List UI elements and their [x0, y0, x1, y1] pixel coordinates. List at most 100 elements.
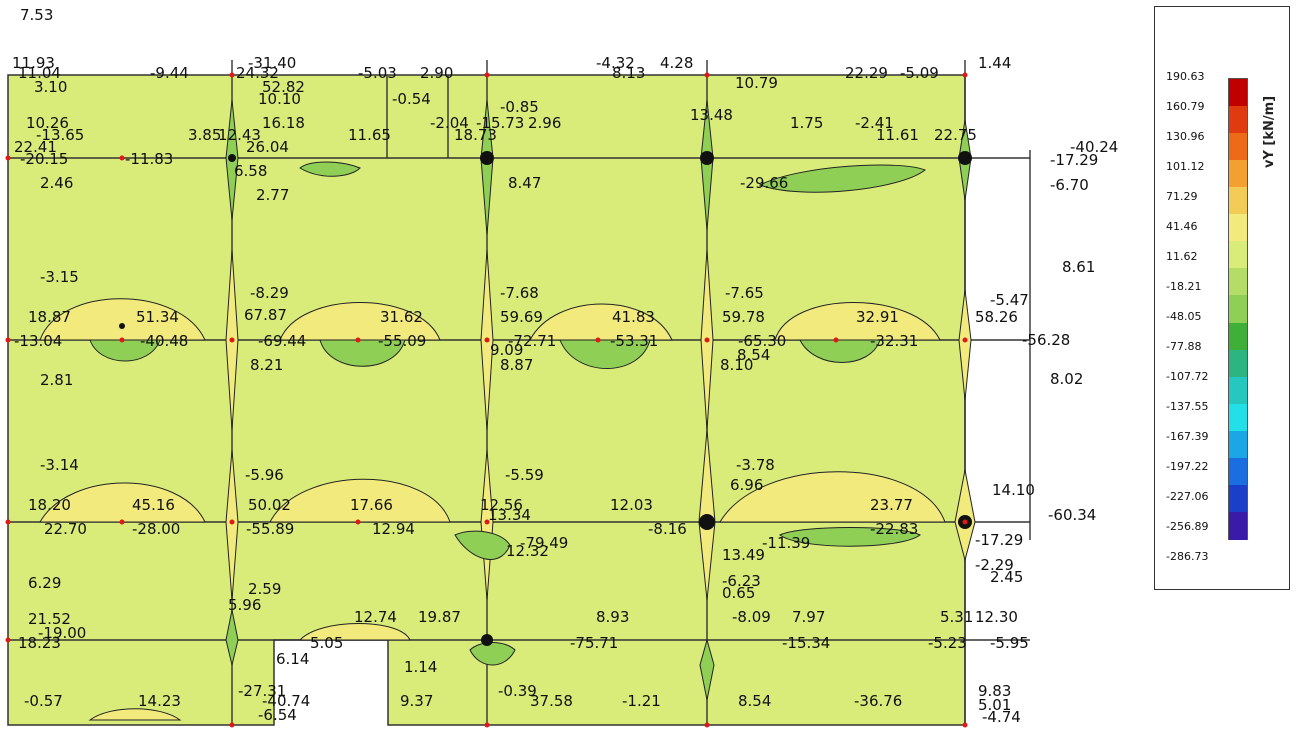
value-label: 5.96 — [228, 596, 261, 614]
value-label: -32.31 — [870, 332, 918, 350]
value-label: 13.49 — [722, 546, 765, 564]
legend-tick: -167.39 — [1166, 430, 1209, 443]
value-label: -28.00 — [132, 520, 180, 538]
value-label: 8.21 — [250, 356, 283, 374]
support-points — [5, 72, 968, 728]
value-label: -13.04 — [14, 332, 62, 350]
value-label: -3.14 — [40, 456, 79, 474]
value-label: -4.74 — [982, 708, 1021, 726]
value-label: -5.03 — [358, 64, 397, 82]
value-label: 11.65 — [348, 126, 391, 144]
value-label: -75.71 — [570, 634, 618, 652]
value-label: 6.96 — [730, 476, 763, 494]
legend-swatch — [1229, 376, 1247, 405]
legend-tick: -286.73 — [1166, 550, 1209, 563]
value-label: 51.34 — [136, 308, 179, 326]
value-label: 13.34 — [488, 506, 531, 524]
value-label: 9.09 — [490, 341, 523, 359]
value-label: -65.30 — [738, 332, 786, 350]
legend-tick: 11.62 — [1166, 250, 1198, 263]
value-label: 22.75 — [934, 126, 977, 144]
value-label: -5.59 — [505, 466, 544, 484]
value-label: -17.29 — [1050, 151, 1098, 169]
legend-tick: 41.46 — [1166, 220, 1198, 233]
value-label: -0.54 — [392, 90, 431, 108]
negative-contours — [89, 99, 972, 701]
value-label: 8.93 — [596, 608, 629, 626]
legend-tick: -137.55 — [1166, 400, 1209, 413]
value-label: -4.32 — [596, 54, 635, 72]
value-label: 6.29 — [28, 574, 61, 592]
value-label: -2.04 — [430, 114, 469, 132]
value-label: -13.65 — [36, 126, 84, 144]
value-label: -40.48 — [140, 332, 188, 350]
value-label: 8.61 — [1062, 258, 1095, 276]
value-label: -11.39 — [762, 534, 810, 552]
legend-swatch — [1229, 106, 1247, 135]
legend-swatch — [1229, 322, 1247, 351]
value-label: 6.58 — [234, 162, 267, 180]
value-label: -8.09 — [732, 608, 771, 626]
legend-tick: -227.06 — [1166, 490, 1209, 503]
value-label: 2.45 — [990, 568, 1023, 586]
value-label: 2.46 — [40, 174, 73, 192]
value-label: 59.69 — [500, 308, 543, 326]
value-label: 32.91 — [856, 308, 899, 326]
value-label: 2.77 — [256, 186, 289, 204]
value-label: 8.10 — [720, 356, 753, 374]
value-label: -6.23 — [722, 572, 761, 590]
column-nodes — [119, 151, 972, 646]
value-label: -11.83 — [125, 150, 173, 168]
value-label: 8.47 — [508, 174, 541, 192]
value-label: 14.10 — [992, 481, 1035, 499]
value-label: 10.10 — [258, 90, 301, 108]
legend-tick: -48.05 — [1166, 310, 1202, 323]
value-label: -17.29 — [975, 531, 1023, 549]
legend-tick: -18.21 — [1166, 280, 1202, 293]
value-label: 4.28 — [660, 54, 693, 72]
value-label: 11.61 — [876, 126, 919, 144]
legend-swatch — [1229, 295, 1247, 324]
legend-tick: -256.89 — [1166, 520, 1209, 533]
value-label: -1.21 — [622, 692, 661, 710]
value-label: 1.75 — [790, 114, 823, 132]
value-label: -7.65 — [725, 284, 764, 302]
legend-swatch — [1229, 214, 1247, 243]
value-label: 26.04 — [246, 138, 289, 156]
value-label: -2.29 — [975, 556, 1014, 574]
legend-swatch — [1229, 457, 1247, 486]
value-label: 8.02 — [1050, 370, 1083, 388]
value-label: 12.03 — [610, 496, 653, 514]
value-label: -55.89 — [246, 520, 294, 538]
value-label: 10.26 — [26, 114, 69, 132]
value-label: -27.31 — [238, 682, 286, 700]
value-label: -5.95 — [990, 634, 1029, 652]
value-label: 22.29 — [845, 64, 888, 82]
value-label: -5.09 — [900, 64, 939, 82]
value-label: 45.16 — [132, 496, 175, 514]
value-label: 12.74 — [354, 608, 397, 626]
value-label: -9.44 — [150, 64, 189, 82]
value-label: -0.39 — [498, 682, 537, 700]
legend-swatch — [1229, 241, 1247, 270]
legend-tick: -107.72 — [1166, 370, 1209, 383]
value-label: 23.77 — [870, 496, 913, 514]
value-label: 8.87 — [500, 356, 533, 374]
value-label: -2.41 — [855, 114, 894, 132]
value-label: 2.96 — [528, 114, 561, 132]
value-label: 11.93 — [12, 54, 55, 72]
value-label: 12.30 — [975, 608, 1018, 626]
value-label: -0.85 — [500, 98, 539, 116]
value-label: 59.78 — [722, 308, 765, 326]
value-labels: 11.9311.043.10-9.44-31.4024.3252.8210.10… — [12, 6, 1118, 726]
legend-swatch — [1229, 484, 1247, 513]
legend-swatch — [1229, 349, 1247, 378]
value-label: 16.18 — [262, 114, 305, 132]
value-label: 52.82 — [262, 78, 305, 96]
value-label: 7.97 — [792, 608, 825, 626]
value-label: -15.73 — [476, 114, 524, 132]
value-label: -15.34 — [782, 634, 830, 652]
value-label: 14.23 — [138, 692, 181, 710]
value-label: 1.44 — [978, 54, 1011, 72]
value-label: -31.40 — [248, 54, 296, 72]
